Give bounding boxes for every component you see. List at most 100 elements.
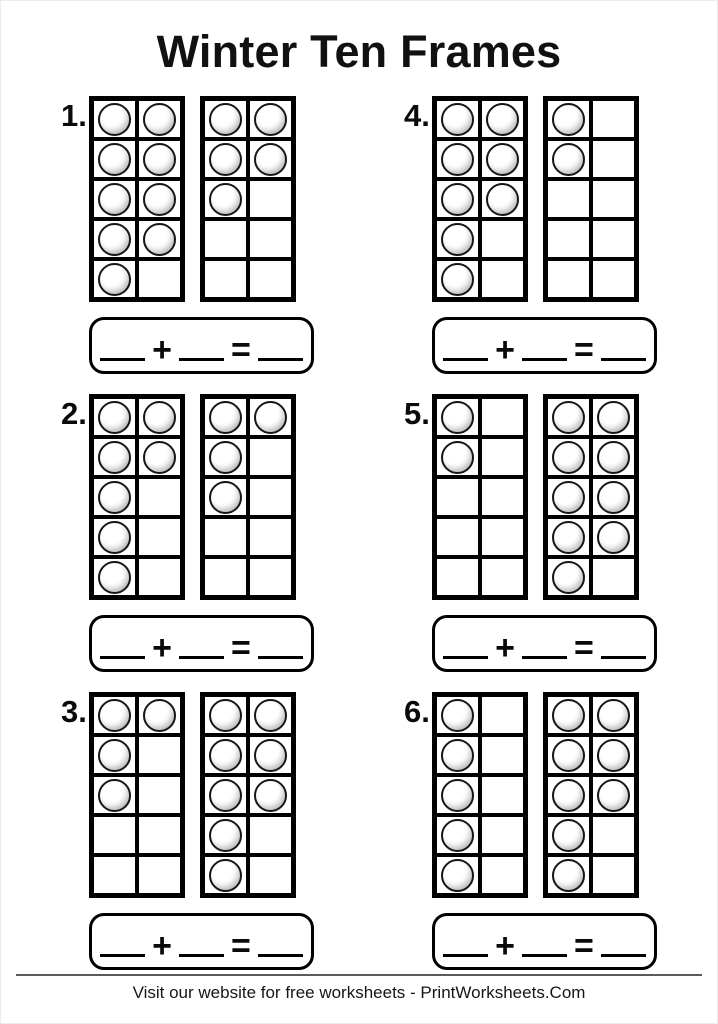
answer-blank-addend2 xyxy=(179,358,224,361)
ten-frame-cell xyxy=(482,261,523,297)
ten-frame-cell xyxy=(437,221,478,257)
ten-frame-cell xyxy=(548,777,589,813)
equals-sign: = xyxy=(574,927,594,965)
frames-row: 1. xyxy=(61,96,314,302)
ten-frame-cell xyxy=(437,857,478,893)
snowball-icon xyxy=(98,142,131,176)
frames-row: 3. xyxy=(61,692,314,898)
ten-frame-cell xyxy=(437,519,478,555)
ten-frame-cell xyxy=(593,221,634,257)
ten-frame-left xyxy=(89,692,185,898)
snowball-icon xyxy=(143,222,176,256)
ten-frame-cell xyxy=(139,221,180,257)
snowball-icon xyxy=(552,480,585,514)
ten-frame-cell xyxy=(205,857,246,893)
ten-frame-right xyxy=(543,692,639,898)
snowball-icon xyxy=(552,858,585,892)
answer-blank-addend1 xyxy=(443,656,489,659)
ten-frame-cell xyxy=(593,559,634,595)
ten-frame-cell xyxy=(250,181,291,217)
ten-frame-cell xyxy=(250,857,291,893)
ten-frame-left xyxy=(432,394,528,600)
snowball-icon xyxy=(143,182,176,216)
ten-frame-cell xyxy=(437,399,478,435)
snowball-icon xyxy=(209,400,242,434)
ten-frame-cell xyxy=(205,697,246,733)
problem-number: 4. xyxy=(404,98,430,133)
problem: 6. + = xyxy=(404,692,657,970)
ten-frame-cell xyxy=(139,519,180,555)
snowball-icon xyxy=(486,142,519,176)
ten-frame-cell xyxy=(139,737,180,773)
problem: 4. + = xyxy=(404,96,657,374)
snowball-icon xyxy=(552,818,585,852)
ten-frame-cell xyxy=(139,181,180,217)
snowball-icon xyxy=(143,142,176,176)
ten-frame-cell xyxy=(548,261,589,297)
answer-box: + = xyxy=(89,615,314,672)
snowball-icon xyxy=(597,440,630,474)
ten-frame-cell xyxy=(139,857,180,893)
ten-frame-cell xyxy=(593,261,634,297)
snowball-icon xyxy=(98,778,131,812)
ten-frame-cell xyxy=(250,737,291,773)
snowball-icon xyxy=(98,520,131,554)
answer-blank-addend2 xyxy=(179,656,224,659)
ten-frame-cell xyxy=(482,737,523,773)
ten-frame-cell xyxy=(139,399,180,435)
ten-frame-cell xyxy=(94,817,135,853)
ten-frame-cell xyxy=(593,399,634,435)
snowball-icon xyxy=(98,102,131,136)
snowball-icon xyxy=(254,102,287,136)
ten-frame-cell xyxy=(437,261,478,297)
snowball-icon xyxy=(143,440,176,474)
ten-frame-cell xyxy=(482,399,523,435)
frames-row: 2. xyxy=(61,394,314,600)
ten-frame-cell xyxy=(94,519,135,555)
snowball-icon xyxy=(98,400,131,434)
ten-frame-cell xyxy=(548,181,589,217)
answer-blank-addend1 xyxy=(100,656,146,659)
problems-grid: 1. + = 2. + = 3. xyxy=(0,96,718,970)
ten-frame-right xyxy=(200,96,296,302)
snowball-icon xyxy=(209,698,242,732)
ten-frame-cell xyxy=(139,817,180,853)
ten-frame-right xyxy=(200,394,296,600)
ten-frame-cell xyxy=(593,817,634,853)
snowball-icon xyxy=(597,738,630,772)
ten-frame-cell xyxy=(482,479,523,515)
ten-frame-cell xyxy=(205,777,246,813)
snowball-icon xyxy=(254,778,287,812)
ten-frame-cell xyxy=(482,141,523,177)
plus-sign: + xyxy=(495,629,515,667)
snowball-icon xyxy=(552,738,585,772)
snowball-icon xyxy=(254,142,287,176)
ten-frame-cell xyxy=(250,261,291,297)
ten-frame-cell xyxy=(205,737,246,773)
ten-frame-cell xyxy=(139,141,180,177)
ten-frame-cell xyxy=(205,141,246,177)
ten-frame-cell xyxy=(437,559,478,595)
snowball-icon xyxy=(143,400,176,434)
problem-number: 2. xyxy=(61,396,87,431)
snowball-icon xyxy=(98,480,131,514)
ten-frame-cell xyxy=(548,697,589,733)
snowball-icon xyxy=(209,858,242,892)
ten-frame-cell xyxy=(139,479,180,515)
ten-frame-cell xyxy=(593,857,634,893)
footer-divider xyxy=(16,974,702,976)
ten-frame-cell xyxy=(548,101,589,137)
answer-blank-addend2 xyxy=(522,656,567,659)
ten-frame-cell xyxy=(593,141,634,177)
snowball-icon xyxy=(552,400,585,434)
ten-frame-cell xyxy=(593,777,634,813)
answer-blank-sum xyxy=(600,358,646,361)
ten-frame-cell xyxy=(548,519,589,555)
snowball-icon xyxy=(98,222,131,256)
ten-frame-cell xyxy=(250,399,291,435)
snowball-icon xyxy=(98,560,131,594)
ten-frame-cell xyxy=(94,261,135,297)
ten-frame-cell xyxy=(437,141,478,177)
snowball-icon xyxy=(143,102,176,136)
ten-frame-cell xyxy=(139,261,180,297)
